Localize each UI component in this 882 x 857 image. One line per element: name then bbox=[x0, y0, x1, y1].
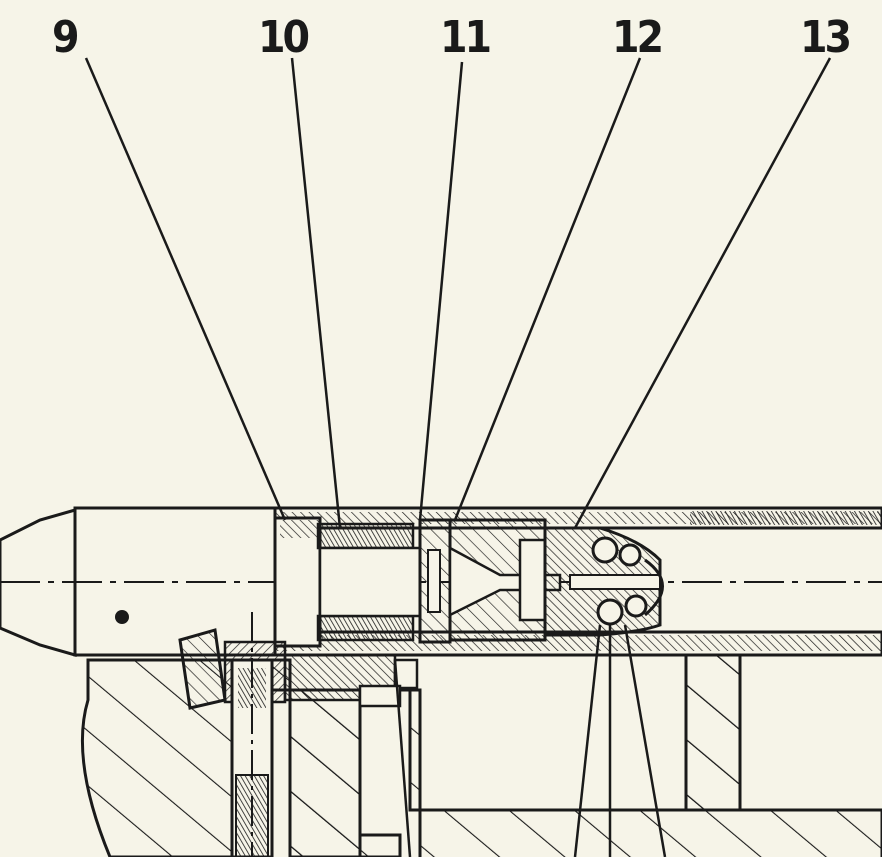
callout-11: 11 bbox=[440, 12, 490, 63]
leader-12 bbox=[453, 57, 642, 521]
callout-12: 12 bbox=[612, 12, 662, 63]
callout-13: 13 bbox=[800, 12, 850, 63]
lower-housing bbox=[80, 650, 882, 857]
leader-11 bbox=[418, 61, 464, 521]
callout-leaders bbox=[84, 57, 832, 529]
leader-9 bbox=[84, 57, 287, 521]
set-screw-icon bbox=[115, 610, 129, 624]
main-tube bbox=[73, 506, 882, 657]
leader-13 bbox=[573, 57, 832, 529]
bottom-leaders bbox=[393, 624, 667, 857]
inner-assembly bbox=[273, 516, 664, 648]
lower-carriage bbox=[178, 612, 419, 857]
callout-labels: 9 10 11 12 13 bbox=[52, 12, 853, 63]
leader-10 bbox=[290, 57, 342, 529]
callout-9: 9 bbox=[52, 12, 78, 63]
callout-10: 10 bbox=[258, 12, 309, 63]
